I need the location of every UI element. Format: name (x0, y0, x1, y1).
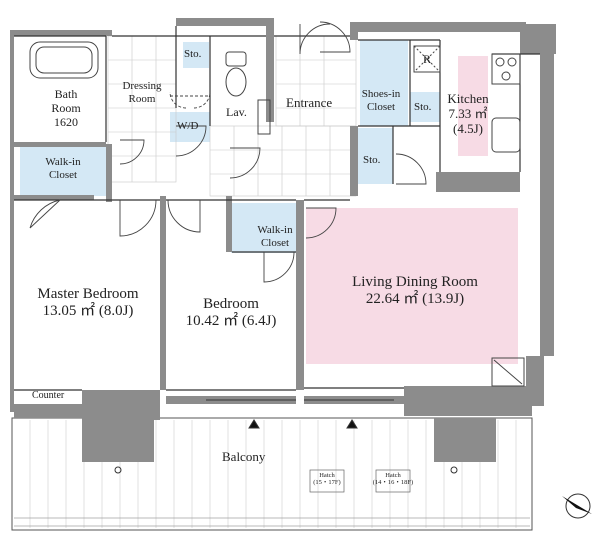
tile-grid (107, 35, 357, 197)
master-bedroom-label: Master Bedroom 13.05 ㎡ (8.0J) (37, 286, 139, 320)
hatch-2-label: Hatch (14・16・18F) (372, 472, 414, 487)
room-fills (20, 40, 518, 364)
fixtures (29, 41, 525, 387)
kitchen-label: Kitchen 7.33 ㎡ (4.5J) (447, 91, 489, 136)
toilet-icon (225, 51, 247, 67)
walk-in-closet-2-label: Walk-in Closet (257, 224, 293, 249)
walk-in-closet-1-label: Walk-in Closet (45, 156, 81, 181)
wd-fill (170, 112, 210, 142)
walk-in-closet-1-fill (20, 146, 106, 196)
counter-label: Counter (32, 390, 65, 401)
compass-icon (562, 493, 592, 519)
hatch-1-label: Hatch (15・17F) (313, 472, 341, 487)
bathtub (29, 41, 99, 79)
doors (29, 21, 427, 283)
wd-label: W/D (177, 120, 199, 132)
refrigerator-label: R (423, 52, 432, 66)
lavatory-label: Lav. (226, 105, 247, 119)
storage-2-fill (410, 92, 440, 122)
shoes-in-closet-label: Shoes-in Closet (361, 88, 401, 113)
vanity (257, 99, 271, 135)
bath-room-label: Bath Room 1620 (51, 87, 81, 129)
storage-3-fill (357, 128, 393, 184)
entrance-label: Entrance (286, 95, 333, 110)
cooktop (491, 53, 521, 85)
living-dining-label: Living Dining Room 22.64 ㎡ (13.9J) (352, 274, 478, 308)
storage-2-label: Sto. (414, 101, 432, 113)
walk-in-closet-2-fill (231, 203, 297, 253)
storage-1-fill (183, 42, 209, 68)
ac-unit (491, 357, 525, 387)
kitchen-floor-fill (458, 56, 488, 156)
triangle-marker-2 (346, 419, 358, 429)
storage-3-label: Sto. (363, 154, 381, 166)
sink-icon (491, 117, 521, 153)
dressing-room-label: Dressing Room (122, 80, 162, 105)
shoes-closet-fill (360, 40, 408, 126)
fridge-icon (413, 45, 441, 73)
bedroom-label: Bedroom 10.42 ㎡ (6.4J) (185, 296, 277, 330)
window-markers (114, 399, 458, 493)
balcony-label: Balcony (222, 449, 266, 464)
triangle-marker-1 (248, 419, 260, 429)
living-dining-fill (306, 208, 518, 364)
storage-1-label: Sto. (184, 48, 202, 60)
